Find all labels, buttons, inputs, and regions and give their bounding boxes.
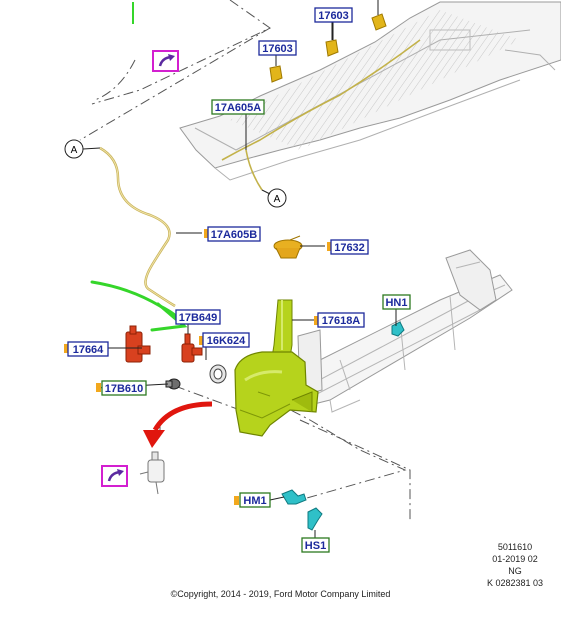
pump-detail xyxy=(139,451,165,495)
washer-jet-1 xyxy=(371,0,387,31)
label-17603-top: 17603 xyxy=(314,7,353,23)
reference-block: 5011610 01-2019 02 NG K 0282381 03 xyxy=(470,541,560,589)
grommet-16k624 xyxy=(209,364,227,384)
bolt-hm1 xyxy=(281,489,307,505)
cowl-panel xyxy=(179,1,561,191)
label-17a605a: 17A605A xyxy=(211,99,265,115)
link-arrow-icon[interactable] xyxy=(101,465,128,487)
reference-code: NG xyxy=(508,566,522,576)
svg-text:17603: 17603 xyxy=(262,43,293,55)
green-annotation xyxy=(90,280,188,332)
svg-text:17A605A: 17A605A xyxy=(215,102,262,114)
label-hm1: HM1 xyxy=(239,492,271,508)
copyright-text: ©Copyright, 2014 - 2019, Ford Motor Comp… xyxy=(170,589,391,599)
svg-text:HS1: HS1 xyxy=(305,540,326,552)
washer-reservoir xyxy=(234,351,319,437)
washer-pump-17b649 xyxy=(181,333,203,363)
leader-lines-top xyxy=(79,0,271,141)
svg-text:17B610: 17B610 xyxy=(105,383,144,395)
label-markers xyxy=(64,229,332,505)
reference-number: 5011610 xyxy=(497,542,533,552)
filler-cap xyxy=(273,235,303,259)
label-17b649: 17B649 xyxy=(175,309,221,325)
label-hn1: HN1 xyxy=(382,294,411,310)
bumper-beam xyxy=(297,249,513,413)
svg-text:HM1: HM1 xyxy=(243,495,266,507)
svg-text:16K624: 16K624 xyxy=(207,335,246,347)
connector-17b610 xyxy=(165,378,181,390)
label-17b610: 17B610 xyxy=(101,380,147,396)
label-16k624: 16K624 xyxy=(202,332,250,348)
washer-jet-2 xyxy=(325,20,339,57)
callout-a-left: A xyxy=(64,139,101,159)
label-17664: 17664 xyxy=(67,341,109,357)
svg-text:17B649: 17B649 xyxy=(179,312,218,324)
svg-text:17A605B: 17A605B xyxy=(211,229,258,241)
detail-arrow xyxy=(143,401,213,448)
svg-text:17632: 17632 xyxy=(334,242,365,254)
svg-text:A: A xyxy=(274,194,281,205)
svg-text:17664: 17664 xyxy=(73,344,104,356)
label-hs1: HS1 xyxy=(301,537,330,553)
link-arrow-icon[interactable] xyxy=(152,50,179,72)
label-17632: 17632 xyxy=(330,239,369,255)
svg-text:HN1: HN1 xyxy=(385,297,407,309)
washer-hose xyxy=(99,146,176,308)
label-17618a: 17618A xyxy=(317,312,365,328)
reference-date: 01-2019 02 xyxy=(492,554,538,564)
reference-id: K 0282381 03 xyxy=(486,578,544,588)
svg-text:17618A: 17618A xyxy=(322,315,361,327)
callout-a-right: A xyxy=(261,188,287,208)
screw-hs1 xyxy=(307,507,323,531)
svg-text:17603: 17603 xyxy=(318,10,349,22)
washer-pump-17664 xyxy=(125,325,151,363)
label-17603-mid: 17603 xyxy=(258,40,297,56)
label-17a605b: 17A605B xyxy=(207,226,261,242)
fastener-hn1 xyxy=(391,321,405,337)
svg-text:A: A xyxy=(71,145,78,156)
